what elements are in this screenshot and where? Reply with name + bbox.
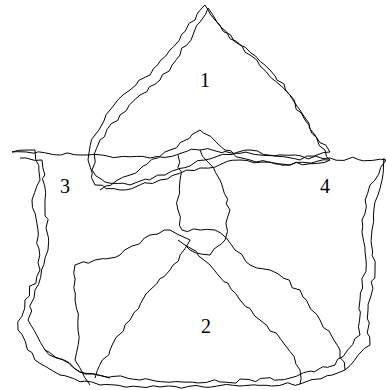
region-number: 1 bbox=[198, 70, 212, 90]
region-boundary bbox=[182, 229, 345, 370]
region-boundary bbox=[12, 150, 384, 388]
region-boundary bbox=[75, 230, 190, 378]
region-boundary bbox=[12, 149, 386, 161]
region-boundary bbox=[74, 265, 90, 385]
region-boundary bbox=[185, 245, 301, 384]
region-number: 4 bbox=[318, 176, 332, 196]
region-boundary bbox=[177, 155, 182, 230]
region-boundary bbox=[100, 130, 330, 190]
region-boundary bbox=[92, 8, 330, 185]
region-boundary bbox=[88, 5, 330, 190]
region-boundary bbox=[20, 158, 386, 383]
region-boundary bbox=[178, 150, 230, 255]
region-boundary bbox=[45, 350, 110, 378]
region-number: 2 bbox=[199, 316, 213, 336]
region-number: 3 bbox=[58, 176, 72, 196]
